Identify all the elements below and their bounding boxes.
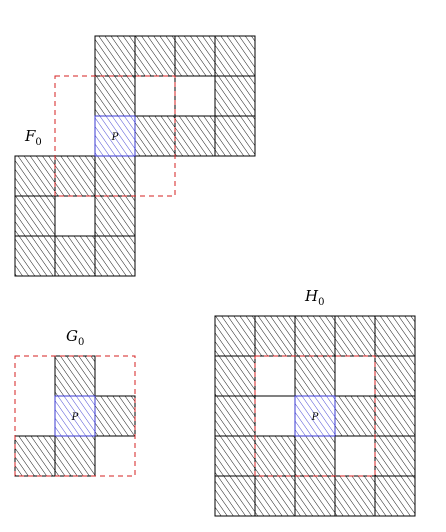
figure-g0: P G0 — [14, 327, 136, 477]
h0-p-label: P — [311, 412, 319, 423]
g0-dashed-neighborhood — [14, 355, 136, 477]
h0-hatched-cells — [214, 315, 416, 517]
f0-dashed-neighborhood — [54, 75, 176, 197]
h0-label: H0 — [304, 287, 324, 308]
g0-p-label: P — [71, 412, 79, 423]
f0-hatched-cells — [14, 35, 256, 277]
g0-hatched-cells — [14, 355, 136, 477]
f0-p-cell — [94, 115, 136, 157]
f0-p-label: P — [111, 132, 119, 143]
f0-label: F0 — [24, 127, 42, 148]
g0-label: G0 — [66, 327, 84, 348]
g0-p-cell — [54, 395, 96, 437]
h0-p-cell — [294, 395, 336, 437]
figure-f0: P F0 — [14, 35, 256, 277]
h0-dashed-neighborhood — [254, 355, 376, 477]
figure-h0: P H0 — [214, 287, 416, 517]
